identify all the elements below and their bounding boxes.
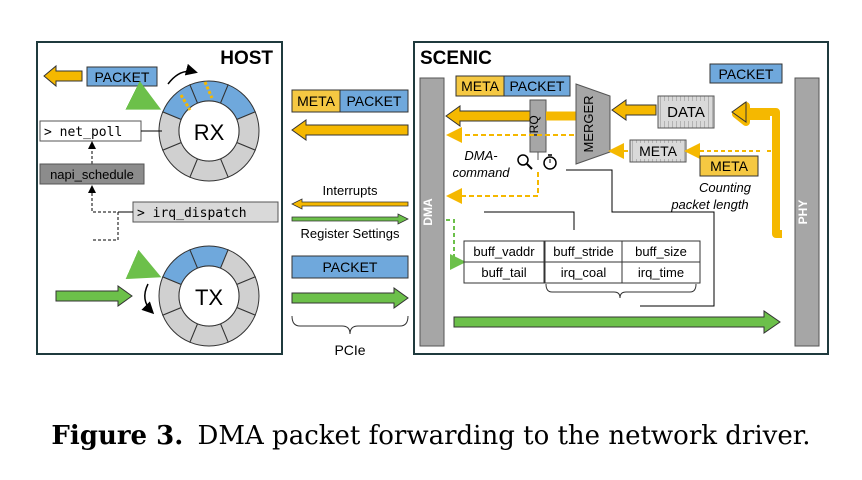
tx-rotation-arrow: [141, 283, 155, 315]
pcie-channel: META PACKET Interrupts Register Settings…: [291, 89, 409, 358]
host-packet-out-arrow: [43, 64, 83, 88]
register-bracket-top: [484, 211, 575, 230]
irq-dispatch-label: > irq_dispatch: [137, 206, 247, 221]
phy-label: PHY: [796, 200, 810, 225]
register-cell-label: buff_size: [635, 244, 687, 259]
tx-input-arrow: [55, 285, 133, 307]
rx-ring: [158, 80, 260, 182]
dma-block: [419, 77, 445, 347]
napi-schedule-box: [39, 163, 145, 185]
host-packet-label: PACKET: [95, 69, 150, 85]
tx-ring: [158, 245, 260, 347]
pcie-rx-arrow: [291, 119, 409, 141]
register-brace-bottom: [545, 283, 697, 299]
meta-tag-box: [699, 155, 759, 177]
caption-text: DMA packet forwarding to the network dri…: [198, 421, 811, 451]
scenic-packet-box: [503, 75, 571, 97]
pcie-interrupts-arrow: [291, 198, 409, 210]
ring-center: [178, 100, 240, 162]
register-bracket-right: [566, 169, 715, 307]
pcie-packet-rx-label: PACKET: [347, 93, 402, 109]
scenic-title: SCENIC: [420, 48, 492, 69]
caption-label: Figure 3.: [51, 421, 183, 451]
meta-box-label: META: [639, 143, 678, 159]
data-to-merger-arrow: [611, 99, 657, 121]
scenic-packet-in-label: PACKET: [719, 66, 774, 82]
irq-dispatch-to-rx-link: [92, 211, 133, 241]
irq-label: IRQ: [527, 115, 541, 136]
register-cell-label: buff_vaddr: [473, 244, 535, 259]
scenic-meta-label: META: [461, 78, 500, 94]
pcie-register-arrow: [291, 213, 409, 225]
scenic-panel: SCENIC DMA PHY META PACKET IRQ MERGER PA…: [413, 41, 829, 355]
register-cell-label: irq_coal: [561, 265, 607, 280]
dma-command-label-1: DMA-: [464, 148, 498, 163]
counting-label-1: Counting: [699, 180, 752, 195]
net-poll-label: > net_poll: [44, 125, 122, 140]
rx-label: RX: [194, 120, 225, 145]
napi-schedule-label: napi_schedule: [50, 167, 134, 182]
dma-command-label-2: command: [452, 165, 510, 180]
caption: Figure 3. DMA packet forwarding to the n…: [51, 421, 810, 451]
pcie-interrupts-label: Interrupts: [323, 183, 378, 198]
pcie-packet-tx-label: PACKET: [323, 259, 378, 275]
pcie-label: PCIe: [334, 342, 365, 358]
timer-icon: [543, 154, 557, 170]
host-panel: HOST PACKET RX TX > net_poll napi_schedu…: [36, 41, 283, 355]
register-cell-label: buff_stride: [553, 244, 613, 259]
phy-block: [794, 77, 820, 347]
ring-fill-marker: [203, 81, 214, 99]
counting-label-2: packet length: [670, 197, 748, 212]
ring-fill-marker: [179, 94, 192, 111]
pcie-meta-label: META: [297, 93, 336, 109]
meta-tag-label: META: [710, 158, 749, 174]
tx-pointer-arrow: [125, 249, 162, 280]
merger-label: MERGER: [581, 95, 596, 152]
phy-to-data-arrowhead: [731, 101, 747, 123]
register-cell: [621, 261, 701, 284]
host-title: HOST: [220, 48, 273, 69]
pcie-brace: [291, 315, 409, 335]
irq-interrupt-link: [446, 172, 539, 204]
pcie-tx-arrow: [291, 287, 409, 309]
scenic-packet-in-box: [709, 63, 783, 84]
magnifier-icon: [517, 154, 533, 170]
pcie-packet-tx-box: [291, 255, 409, 279]
register-settings-arrow: [446, 219, 466, 270]
scenic-tx-arrow: [453, 310, 781, 334]
register-cell-label: buff_tail: [481, 265, 526, 280]
pcie-packet-rx-box: [339, 89, 409, 113]
ring-center: [178, 265, 240, 327]
tx-label: TX: [195, 285, 223, 310]
pcie-register-label: Register Settings: [301, 226, 400, 241]
rx-pointer-arrow: [125, 80, 162, 110]
data-label: DATA: [667, 104, 705, 121]
register-cell-label: irq_time: [638, 265, 684, 280]
register-table: buff_vaddr buff_stride buff_size buff_tail i…: [463, 240, 701, 284]
scenic-packet-label: PACKET: [510, 78, 565, 94]
rx-rotation-arrow: [167, 63, 198, 85]
dma-label: DMA: [421, 198, 435, 226]
register-cell: [463, 261, 545, 284]
